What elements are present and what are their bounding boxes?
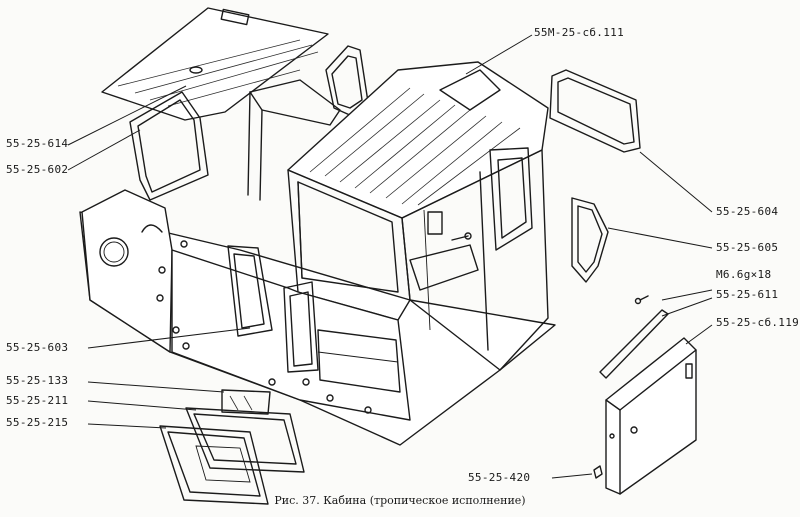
label-55-25-602: 55-25-602 — [6, 163, 69, 176]
figure-caption: Рис. 37. Кабина (тропическое исполнение) — [274, 494, 526, 507]
label-55-25-604: 55-25-604 — [716, 205, 779, 218]
cabin-body — [79, 61, 556, 446]
window-frame-605 — [571, 197, 609, 283]
label-55-25-133: 55-25-133 — [6, 374, 69, 387]
frame-215 — [159, 425, 269, 505]
leader-lines — [67, 34, 713, 479]
roof-panel — [101, 7, 329, 121]
label-55-25-sb119: 55-25-сб.119 — [716, 316, 800, 329]
label-55-25-605: 55-25-605 — [716, 241, 779, 254]
glass-133 — [221, 389, 271, 415]
part-420 — [593, 465, 603, 479]
door-assembly — [605, 337, 697, 495]
label-55-25-614: 55-25-614 — [6, 137, 69, 150]
frame-211 — [185, 407, 305, 473]
label-55-25-603: 55-25-603 — [6, 341, 69, 354]
label-55-25-211: 55-25-211 — [6, 394, 69, 407]
window-frame-602 — [129, 91, 209, 201]
window-frame-604 — [549, 69, 641, 153]
bolt-m6 — [634, 295, 649, 305]
label-55m-25-sb111: 55М-25-сб.111 — [534, 26, 624, 39]
label-55-25-611: 55-25-611 — [716, 288, 779, 301]
label-55-25-215: 55-25-215 — [6, 416, 69, 429]
label-m6-bolt: М6.6g×18 — [716, 268, 772, 281]
label-55-25-420: 55-25-420 — [468, 471, 531, 484]
